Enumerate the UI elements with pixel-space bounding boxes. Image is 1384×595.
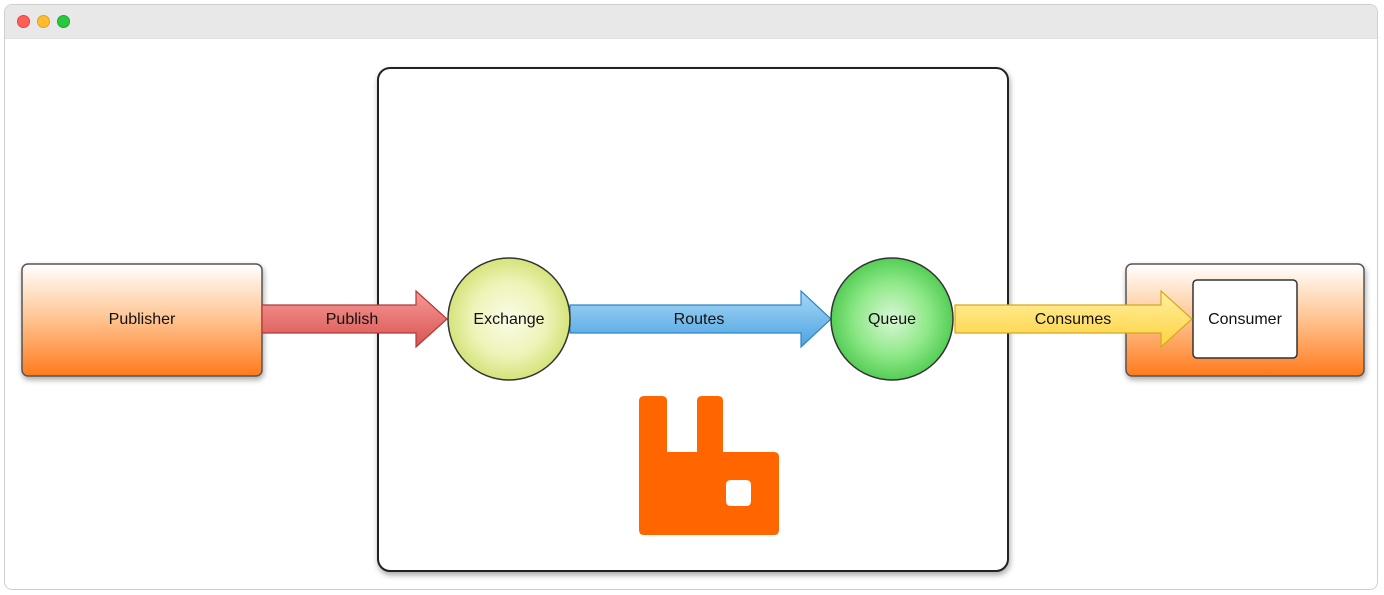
queue-node bbox=[830, 257, 954, 381]
consumes-arrow bbox=[954, 289, 1193, 349]
routes-label: Routes bbox=[674, 311, 725, 328]
exchange-node bbox=[447, 257, 571, 381]
publish-arrow bbox=[261, 289, 448, 349]
exchange-label: Exchange bbox=[473, 311, 544, 328]
publish-label: Publish bbox=[326, 311, 378, 328]
minimize-window-button[interactable] bbox=[37, 15, 50, 28]
close-window-button[interactable] bbox=[17, 15, 30, 28]
rabbitmq-logo-icon bbox=[639, 396, 779, 535]
maximize-window-button[interactable] bbox=[57, 15, 70, 28]
publisher-label: Publisher bbox=[109, 311, 176, 328]
queue-label: Queue bbox=[868, 311, 916, 328]
consumes-label: Consumes bbox=[1035, 311, 1111, 328]
consumer-inner-box bbox=[1192, 279, 1298, 359]
window-titlebar bbox=[5, 5, 1377, 39]
routes-arrow bbox=[569, 289, 832, 349]
consumer-label: Consumer bbox=[1208, 311, 1282, 328]
